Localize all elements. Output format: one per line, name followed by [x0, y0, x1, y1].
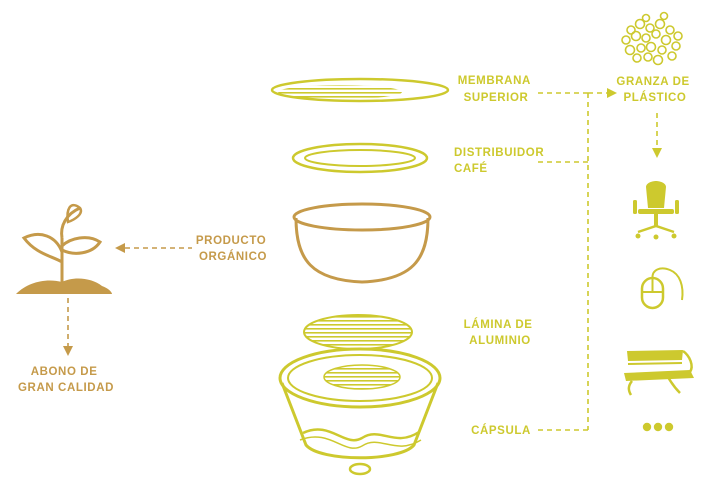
- label-producto-organico: PRODUCTO ORGÁNICO: [196, 235, 270, 263]
- organic-flow-connectors: [63, 243, 192, 356]
- plastic-pellets-icon: [621, 11, 683, 66]
- coffee-distributor-part: [291, 142, 429, 174]
- arrow-left-icon: [115, 243, 125, 253]
- label-granza-plastico: GRANZA DE PLÁSTICO: [616, 76, 693, 104]
- label-capsula: CÁPSULA: [471, 424, 531, 437]
- capsule-body: [278, 347, 442, 476]
- label-distribuidor-cafe: DISTRIBUIDOR CAFÉ: [454, 147, 548, 175]
- label-lamina-aluminio: LÁMINA DE ALUMINIO: [464, 318, 537, 347]
- office-chair-icon: [633, 181, 679, 240]
- organic-product-bowl: [292, 202, 432, 284]
- label-membrana-superior: MEMBRANA SUPERIOR: [458, 75, 535, 104]
- label-abono-gran-calidad: ABONO DE GRAN CALIDAD: [18, 366, 114, 394]
- plant-sprout-icon: [16, 203, 112, 294]
- membrane-part: [270, 77, 450, 103]
- arrow-down-icon: [652, 148, 662, 158]
- arrow-down-icon: [63, 346, 73, 356]
- arrow-right-icon: [607, 88, 617, 98]
- aluminium-lid-part: [303, 314, 413, 350]
- more-dots-icon: [642, 422, 674, 432]
- park-bench-icon: [624, 349, 694, 396]
- computer-mouse-icon: [640, 267, 684, 310]
- plastic-flow-connectors: [538, 88, 662, 431]
